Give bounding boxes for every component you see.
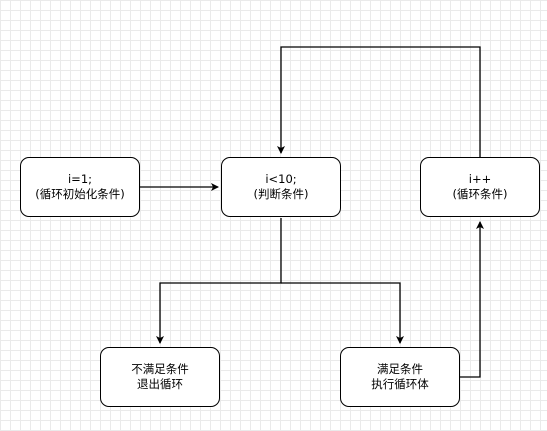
node-body-line1: 满足条件 bbox=[377, 362, 423, 376]
node-init[interactable]: i=1; (循环初始化条件) bbox=[20, 157, 140, 217]
arrow-increment-to-condition bbox=[277, 46, 481, 157]
node-init-line1: i=1; bbox=[67, 172, 93, 186]
node-condition-line2: (判断条件) bbox=[253, 187, 309, 201]
node-increment[interactable]: i++ (循环条件) bbox=[420, 157, 540, 217]
arrow-condition-to-body bbox=[281, 282, 404, 344]
node-exit-line1: 不满足条件 bbox=[131, 362, 189, 376]
node-condition[interactable]: i<10; (判断条件) bbox=[221, 157, 341, 217]
arrow-condition-to-exit bbox=[156, 218, 282, 344]
node-increment-line1: i++ bbox=[468, 172, 492, 186]
node-body-line2: 执行循环体 bbox=[371, 377, 429, 391]
node-increment-line2: (循环条件) bbox=[452, 187, 508, 201]
node-exit[interactable]: 不满足条件 退出循环 bbox=[100, 347, 220, 407]
node-body[interactable]: 满足条件 执行循环体 bbox=[340, 347, 460, 407]
arrow-body-to-increment bbox=[460, 221, 484, 378]
node-condition-line1: i<10; bbox=[265, 172, 297, 186]
node-init-line2: (循环初始化条件) bbox=[35, 187, 125, 201]
node-exit-line2: 退出循环 bbox=[137, 377, 183, 391]
